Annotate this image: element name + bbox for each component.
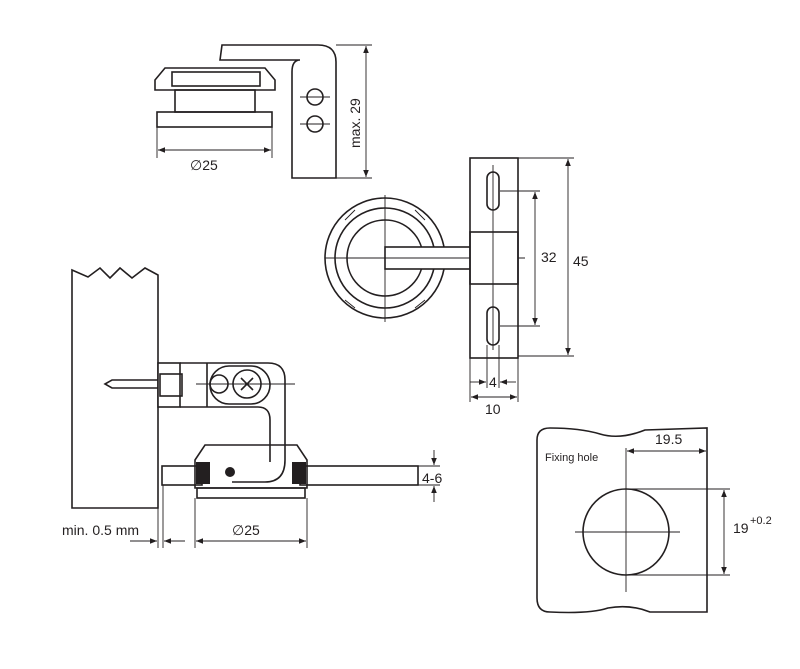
section-diameter-label: ∅25 (232, 522, 260, 538)
offset-label: 19.5 (655, 431, 682, 447)
side-view: 32 45 4 10 (324, 157, 589, 417)
top-diameter-label: ∅25 (190, 157, 218, 173)
plate-width-label: 10 (485, 401, 501, 417)
plate-height-label: 45 (573, 253, 589, 269)
section-view: 4-6 min. 0.5 mm ∅25 (62, 266, 442, 548)
hole-spacing-label: 32 (541, 249, 557, 265)
glass-thickness-label: 4-6 (422, 470, 442, 486)
hole-diameter-label: 19 (733, 520, 749, 536)
fixing-hole-view: Fixing hole 19.5 19 +0.2 (536, 427, 772, 614)
top-view: max. 29 ∅25 (154, 44, 372, 179)
fixing-hole-title: Fixing hole (545, 452, 598, 464)
gap-label: min. 0.5 mm (62, 522, 139, 538)
tolerance-label: +0.2 (750, 515, 772, 527)
height-label: max. 29 (347, 98, 363, 148)
slot-width-label: 4 (489, 374, 497, 390)
